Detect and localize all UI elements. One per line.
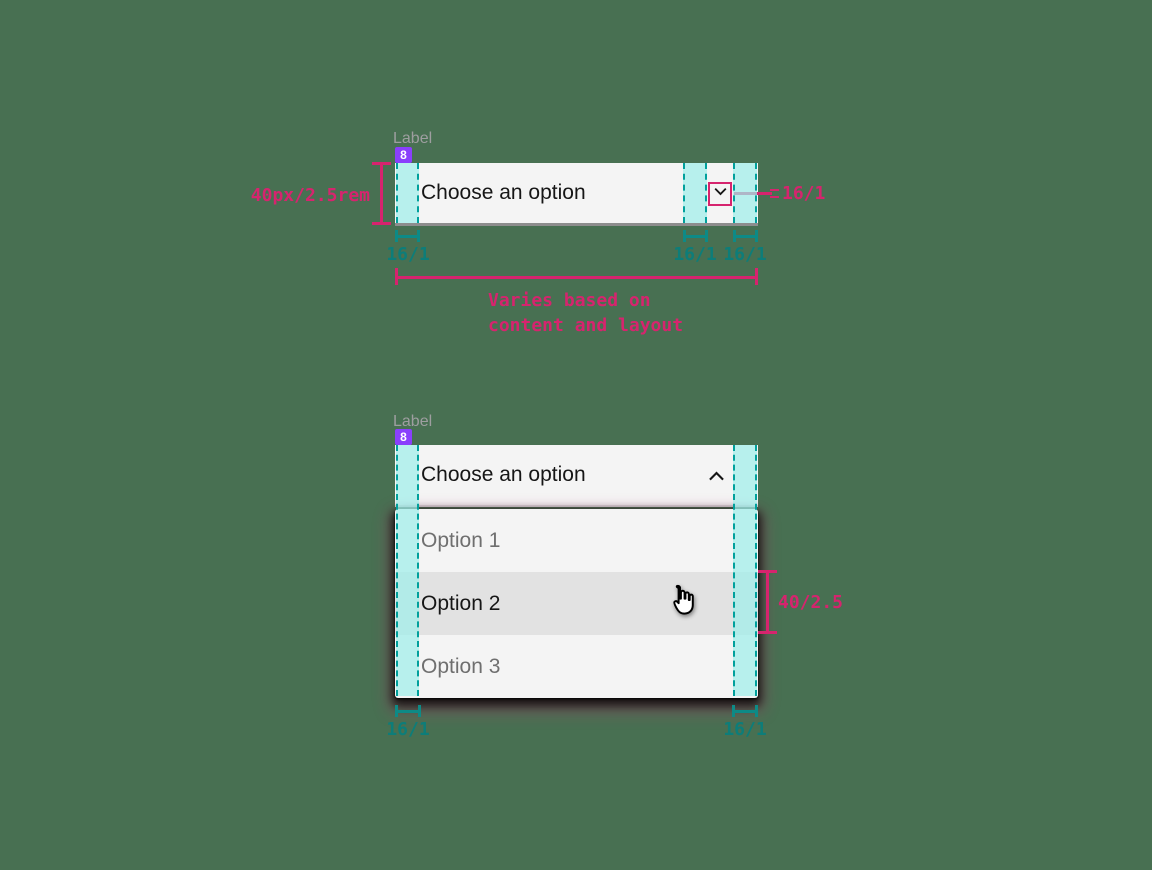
width-measure-line — [395, 276, 758, 279]
left-padding-annotation: 16/1 — [386, 244, 430, 265]
width-annotation-line1: Varies based on — [488, 290, 651, 311]
menu-option-2-selected[interactable]: Option 2 — [395, 572, 758, 635]
open-dropdown-value: Choose an option — [421, 463, 586, 486]
height-measure-cap-bottom — [372, 222, 391, 225]
width-measure-cap-right — [755, 268, 758, 285]
open-left-padding-annotation: 16/1 — [386, 719, 430, 740]
chevron-size-callout-box — [708, 182, 732, 206]
closed-dropdown-value: Choose an option — [421, 181, 586, 204]
chevron-up-icon — [706, 466, 727, 492]
open-dropdown-field[interactable]: Choose an option — [395, 445, 758, 507]
chevron-down-icon — [712, 183, 729, 205]
left-padding-highlight — [396, 163, 419, 223]
icon-gap-highlight — [683, 163, 707, 223]
menu-option-3[interactable]: Option 3 — [421, 655, 501, 678]
width-annotation: Varies based on content and layout — [488, 288, 683, 338]
open-dropdown-label: Label — [393, 413, 433, 430]
hand-cursor-icon — [668, 583, 702, 622]
chevron-size-annotation: 16/1 — [782, 183, 826, 204]
height-measure-cap-top — [372, 162, 391, 165]
row-height-cap-bottom — [758, 631, 777, 634]
height-annotation: 40px/2.5rem — [250, 185, 370, 206]
menu-option-1[interactable]: Option 1 — [421, 529, 501, 552]
height-measure-line — [380, 164, 383, 224]
icon-gap-annotation: 16/1 — [673, 244, 717, 265]
closed-dropdown-label: Label — [393, 130, 433, 147]
open-right-padding-annotation: 16/1 — [723, 719, 767, 740]
open-spacing-badge: 8 — [395, 429, 412, 445]
closed-spacing-badge: 8 — [395, 147, 412, 163]
row-height-cap-top — [758, 570, 777, 573]
open-left-padding-highlight — [396, 445, 419, 696]
right-padding-annotation: 16/1 — [723, 244, 767, 265]
width-annotation-line2: content and layout — [488, 315, 684, 336]
dropdown-menu: Option 1 Option 2 Option 3 — [395, 509, 758, 698]
right-padding-measure — [733, 230, 758, 242]
closed-dropdown-field[interactable]: Choose an option — [395, 163, 758, 226]
open-right-padding-measure — [732, 705, 758, 717]
left-padding-measure — [395, 230, 420, 242]
open-left-padding-measure — [395, 705, 421, 717]
row-height-measure-line — [766, 572, 769, 633]
right-padding-highlight — [733, 163, 757, 223]
width-measure-cap-left — [395, 268, 398, 285]
icon-gap-measure — [683, 230, 708, 242]
open-right-padding-highlight — [733, 445, 757, 696]
chevron-callout-cap — [770, 189, 779, 198]
row-height-annotation: 40/2.5 — [778, 592, 844, 613]
